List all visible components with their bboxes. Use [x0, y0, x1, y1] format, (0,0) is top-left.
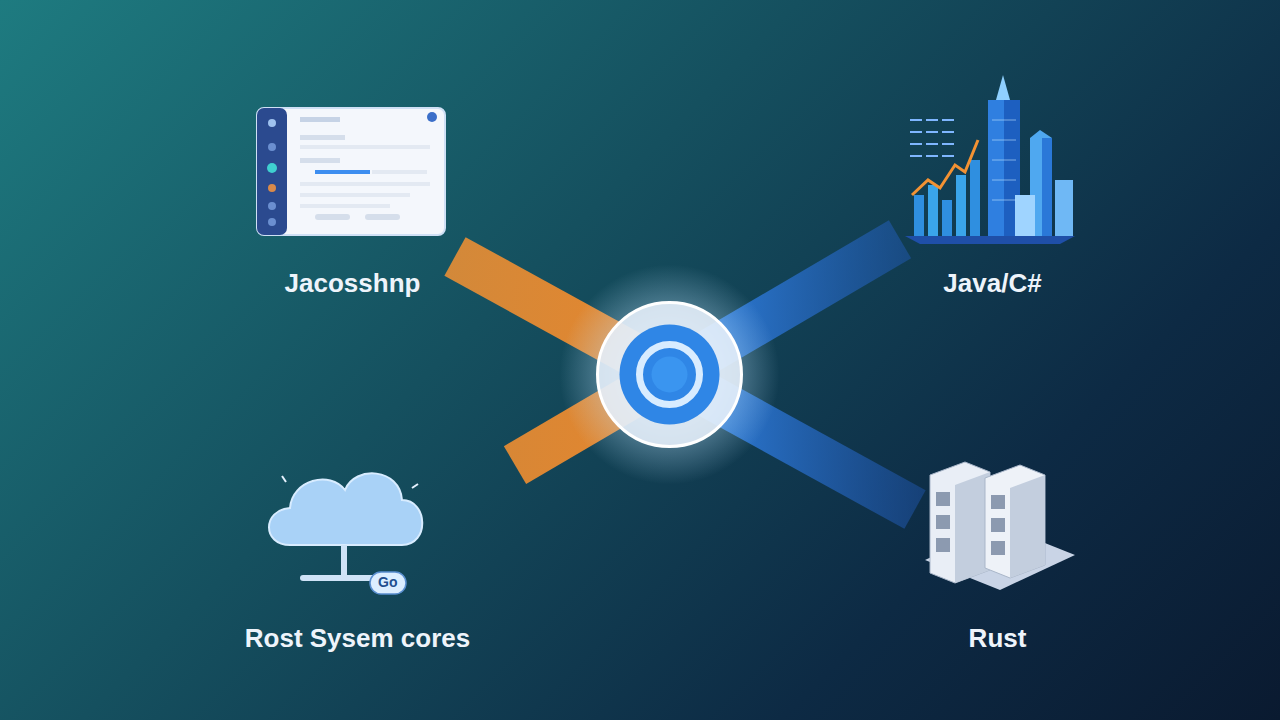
node-label: Jacosshnp — [285, 268, 421, 300]
hub-circle — [560, 264, 780, 484]
edge-layer — [455, 239, 915, 509]
hub-outer — [598, 302, 742, 446]
server-illustration — [925, 462, 1075, 590]
illustrated-node: Rost Sysem cores — [200, 460, 515, 655]
cloud-illustration — [269, 473, 422, 594]
app-window-illustration — [257, 108, 445, 235]
node-label: Rost Sysem cores — [245, 623, 470, 655]
hub-ring — [640, 344, 700, 404]
city-chart-illustration — [905, 75, 1075, 244]
illustrated-node: Java/C# — [900, 70, 1085, 300]
illustrated-node: Jacosshnp — [250, 100, 455, 300]
node-label: Java/C# — [943, 268, 1041, 300]
node-label: Rust — [969, 623, 1027, 655]
tag-label: Go — [378, 574, 397, 590]
hub-dot — [652, 356, 688, 392]
hub-glow — [560, 264, 780, 484]
hub-inner — [620, 324, 720, 424]
illustrated-node: Rust — [915, 455, 1080, 655]
